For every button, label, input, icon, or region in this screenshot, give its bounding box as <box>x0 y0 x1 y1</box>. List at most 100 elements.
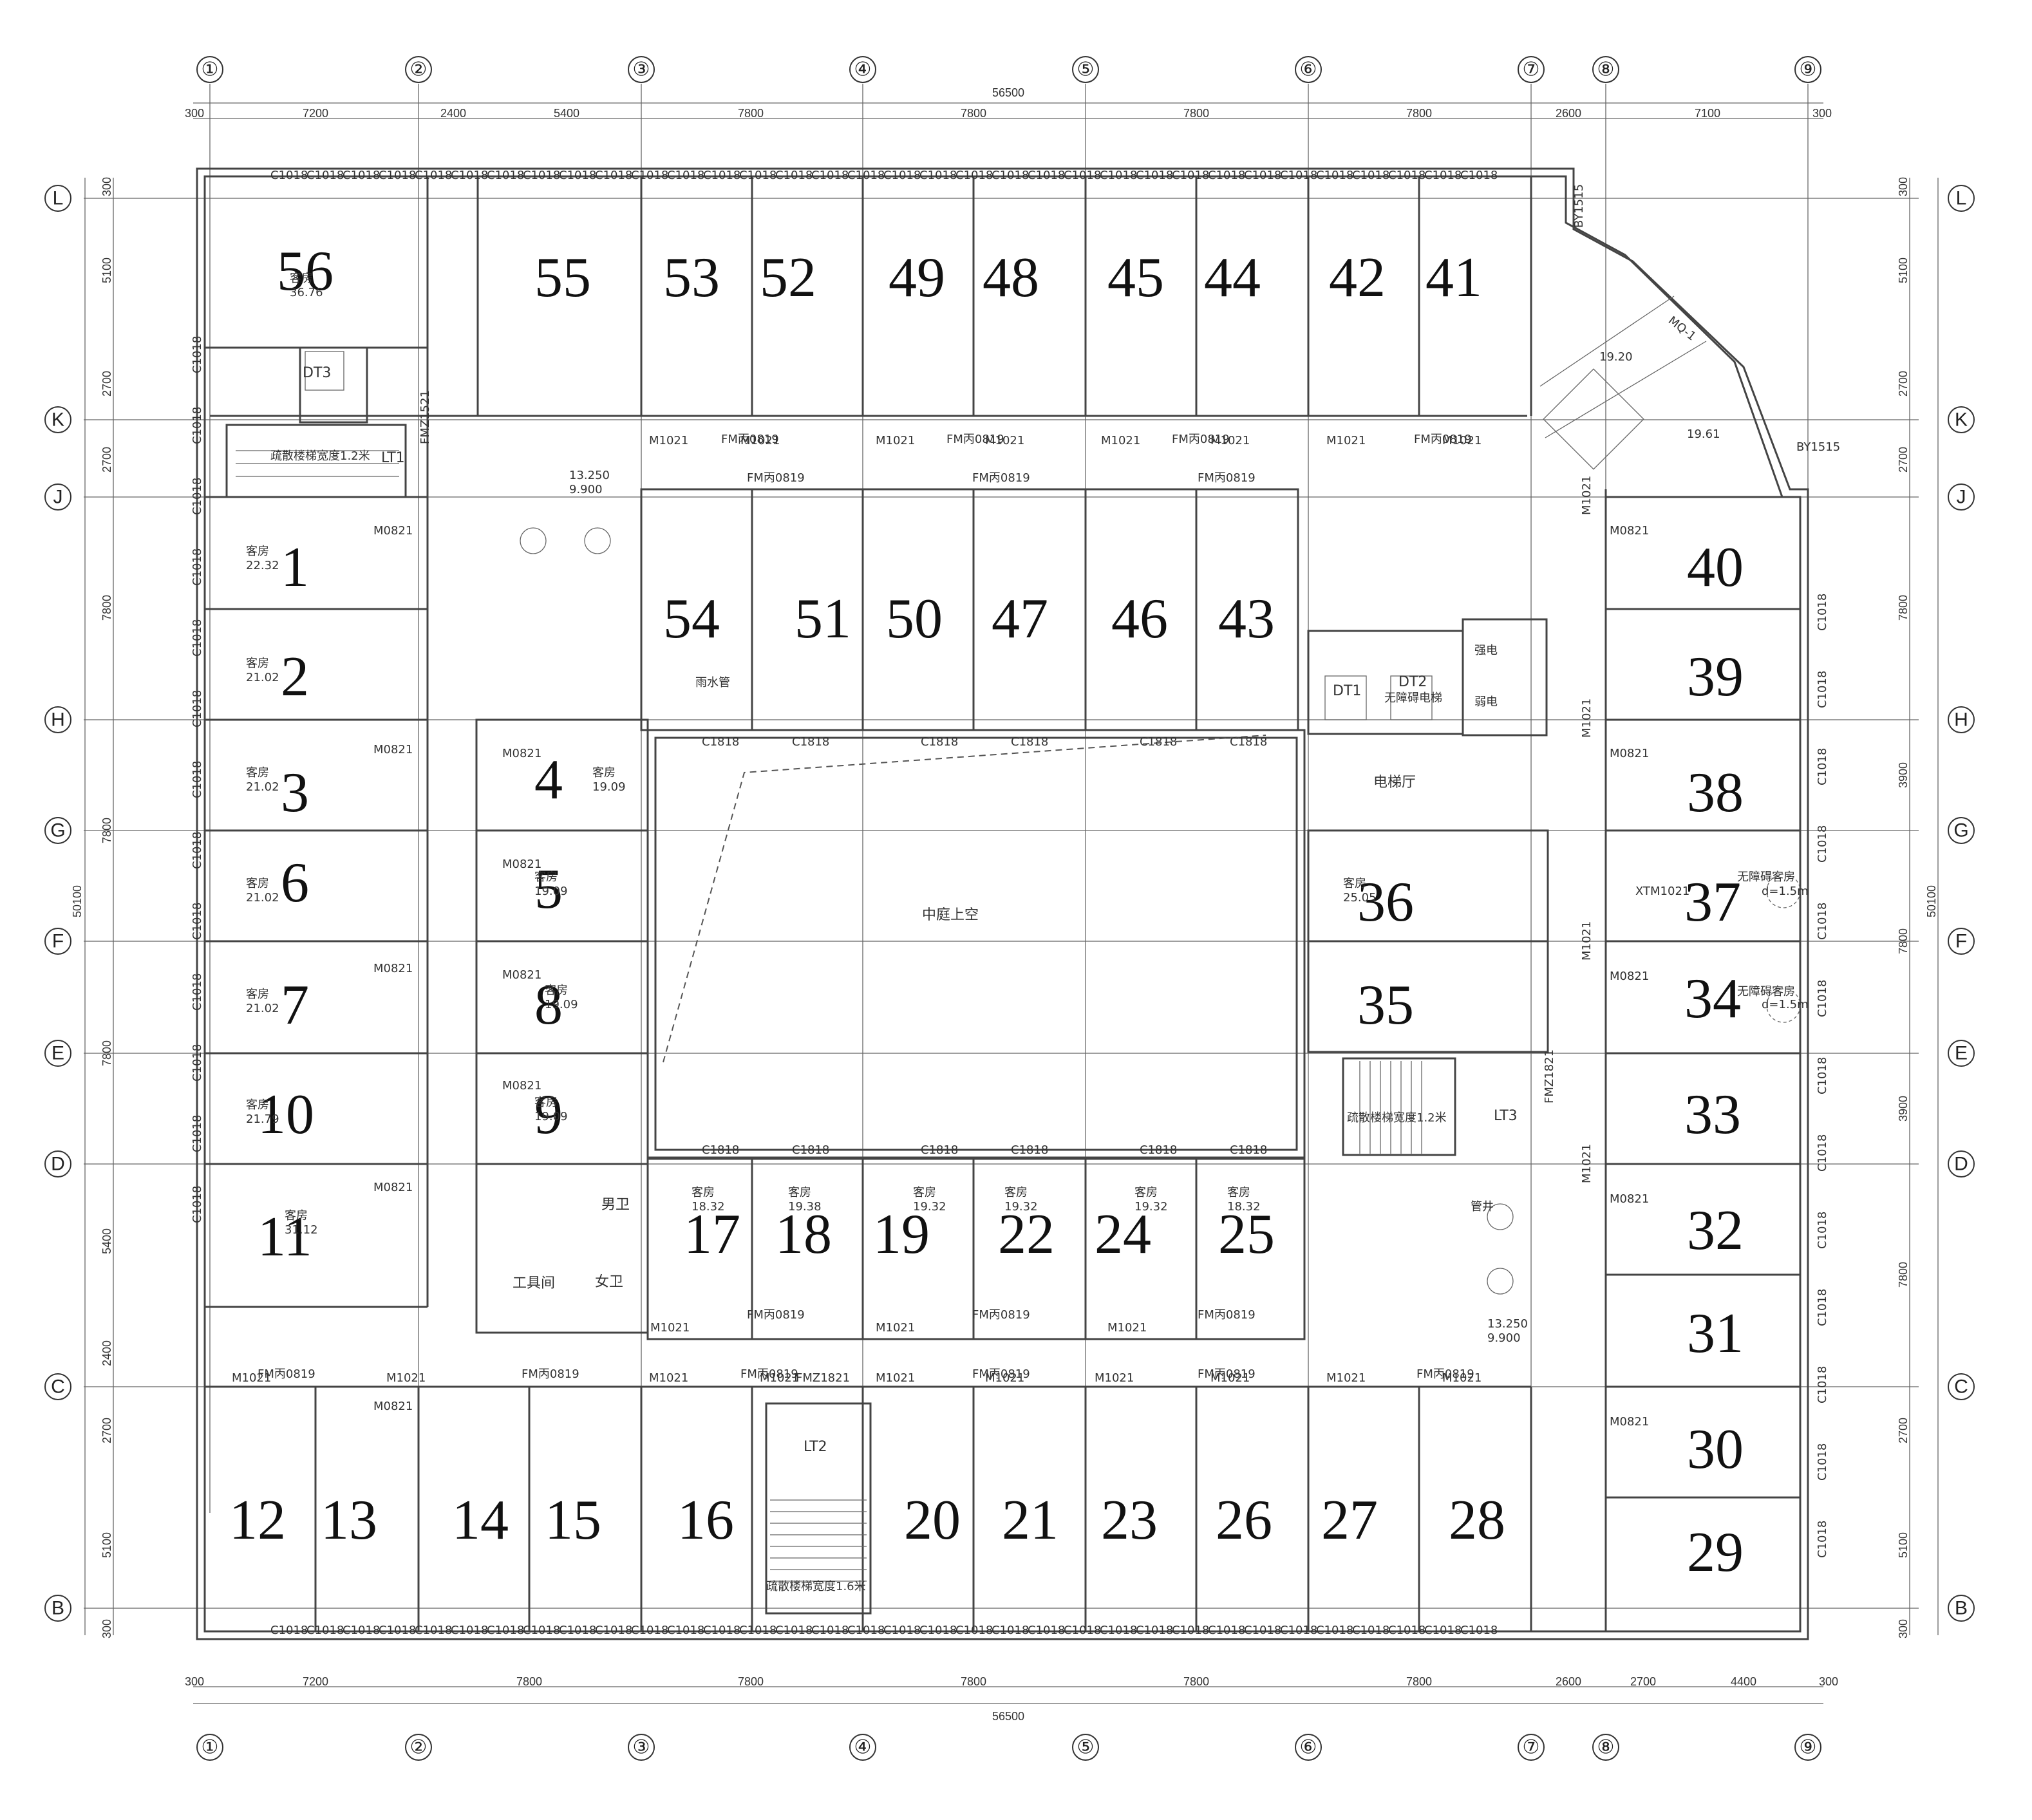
room-number: 16 <box>677 1489 734 1552</box>
room-area: 21.02 <box>246 780 279 794</box>
row-bubble-label: G <box>1953 820 1968 841</box>
dim-bottom: 7800 <box>738 1675 764 1688</box>
opening-tag: C1018 <box>191 832 204 869</box>
opening-tag: C1018 <box>703 1624 740 1637</box>
column-bubble <box>196 56 223 83</box>
opening-tag: M1021 <box>985 434 1024 447</box>
row-bubble <box>1948 483 1975 511</box>
opening-tag: C1018 <box>379 1624 416 1637</box>
opening-tag: FM丙0819 <box>972 471 1030 485</box>
room-number: 44 <box>1204 247 1261 309</box>
row-bubble <box>44 1595 71 1622</box>
dim-top: 7200 <box>303 107 328 120</box>
room-area: 18.32 <box>691 1200 725 1214</box>
room-number: 5 <box>534 858 563 921</box>
room-type-label: 客房 <box>788 1186 811 1199</box>
opening-tag: C1018 <box>487 1624 524 1637</box>
opening-tag: FM丙0819 <box>740 1367 798 1381</box>
opening-tag: C1018 <box>1388 169 1425 182</box>
dim-bottom: 300 <box>185 1675 204 1688</box>
opening-tag: C1018 <box>1280 169 1317 182</box>
room-number: 41 <box>1425 247 1482 309</box>
opening-tag: C1018 <box>523 1624 560 1637</box>
row-bubble-label: K <box>1955 409 1968 431</box>
dim-right: 7800 <box>1897 595 1910 621</box>
room-number: 29 <box>1687 1521 1744 1584</box>
room-type-label: 客房 <box>246 766 269 780</box>
opening-tag: C1018 <box>1816 1289 1829 1326</box>
room-area: 19.09 <box>545 998 578 1011</box>
column-bubble-label: ③ <box>633 59 650 80</box>
opening-tag: C1018 <box>1816 1134 1829 1172</box>
dim-bottom: 7800 <box>1183 1675 1209 1688</box>
column-bubble <box>405 1734 432 1761</box>
row-bubble <box>1948 1150 1975 1177</box>
opening-tag: C1018 <box>811 169 849 182</box>
opening-tag: C1018 <box>1424 169 1462 182</box>
room-number: 40 <box>1687 536 1744 599</box>
opening-tag: C1018 <box>1064 1624 1101 1637</box>
dim-bottom-total: 56500 <box>992 1710 1024 1723</box>
room-area: 21.02 <box>246 1002 279 1015</box>
row-bubble-label: E <box>1955 1043 1968 1064</box>
opening-tag: C1018 <box>1316 1624 1353 1637</box>
elevator-hall-label: 电梯厅 <box>1373 774 1416 791</box>
opening-tag: FM丙0819 <box>747 471 805 485</box>
opening-tag: C1018 <box>343 169 380 182</box>
stair-lt1-label: 疏散楼梯宽度1.2米 <box>270 449 370 463</box>
row-bubble <box>44 1373 71 1400</box>
opening-tag: C1018 <box>1460 169 1498 182</box>
by-label: BY1515 <box>1572 184 1586 228</box>
opening-tag: C1018 <box>955 1624 993 1637</box>
room-area: 21.79 <box>246 1112 279 1126</box>
row-bubble-label: C <box>51 1376 65 1398</box>
opening-tag: C1018 <box>343 1624 380 1637</box>
room-number: 56 <box>277 240 334 303</box>
dim-top-total: 56500 <box>992 86 1024 99</box>
opening-tag: M1021 <box>876 1371 915 1385</box>
dim-left: 300 <box>100 177 113 196</box>
dim-top: 5400 <box>554 107 579 120</box>
opening-tag: FM丙0819 <box>1198 1308 1256 1322</box>
room-number: 20 <box>904 1489 961 1552</box>
dim-top: 2400 <box>440 107 466 120</box>
opening-tag: C1018 <box>1028 169 1065 182</box>
opening-tag: C1018 <box>191 903 204 940</box>
opening-tag: C1018 <box>1208 169 1245 182</box>
opening-tag: FM丙0819 <box>1198 471 1256 485</box>
column-bubble-label: ④ <box>854 59 872 80</box>
dim-left: 7800 <box>100 1040 113 1066</box>
row-bubble-label: D <box>51 1154 65 1175</box>
opening-tag: FM丙0819 <box>1416 1367 1474 1381</box>
opening-tag: M0821 <box>1610 970 1649 983</box>
opening-tag: M1021 <box>1326 434 1366 447</box>
opening-tag: C1018 <box>191 973 204 1011</box>
row-bubble-label: H <box>51 709 65 731</box>
opening-tag: M1021 <box>649 1371 688 1385</box>
column-bubble-label: ⑨ <box>1800 59 1817 80</box>
opening-tag: C1018 <box>739 1624 776 1637</box>
room-number: 19 <box>873 1203 930 1266</box>
dim-left: 7800 <box>100 595 113 621</box>
opening-tag: C1818 <box>1011 735 1048 749</box>
opening-tag: C1018 <box>631 169 668 182</box>
dim-bottom: 4400 <box>1731 1675 1756 1688</box>
row-bubble <box>1948 1040 1975 1067</box>
room-type-label: 客房 <box>534 870 558 884</box>
room-number: 17 <box>684 1203 740 1266</box>
room-type-label: 客房 <box>246 988 269 1001</box>
opening-tag: FM丙0819 <box>1198 1367 1256 1381</box>
column-bubble-label: ⑦ <box>1523 59 1540 80</box>
room-area: 19.09 <box>534 1110 568 1123</box>
dim-bottom: 7800 <box>1406 1675 1432 1688</box>
area-1961: 19.61 <box>1687 427 1720 441</box>
room-number: 1 <box>281 536 309 599</box>
room-number: 47 <box>992 588 1048 650</box>
room-type-label: 客房 <box>913 1186 936 1199</box>
opening-tag: C1018 <box>1172 169 1209 182</box>
opening-tag: C1018 <box>379 169 416 182</box>
opening-tag: M0821 <box>502 968 541 982</box>
opening-tag: C1018 <box>883 1624 921 1637</box>
opening-tag: C1018 <box>306 1624 344 1637</box>
row-bubble <box>44 406 71 433</box>
